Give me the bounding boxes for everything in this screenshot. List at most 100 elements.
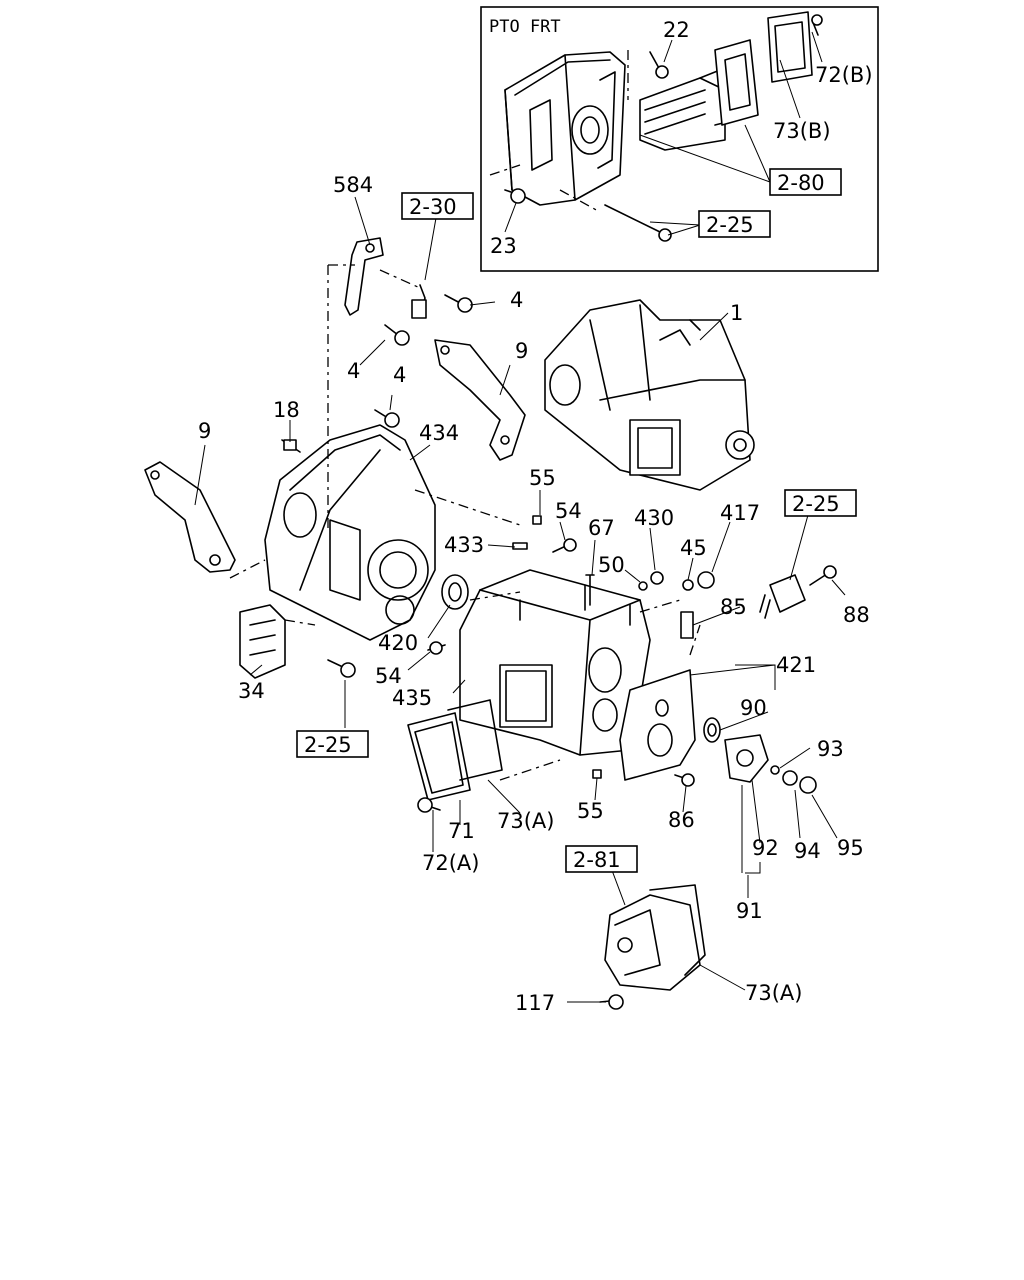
callout-434: 434 <box>419 421 459 445</box>
pto-cover-71-drawing <box>407 712 471 801</box>
ref-2-25-inset-label: 2-25 <box>706 213 754 237</box>
callout-72a: 72(A) <box>422 851 479 875</box>
pto-gasket-drawing <box>767 11 813 83</box>
ref-box-2-25-inset[interactable] <box>698 210 771 238</box>
bracket-9-upper-drawing <box>434 339 526 461</box>
callout-55-lower: 55 <box>577 799 604 823</box>
ref-2-30-label: 2-30 <box>409 195 457 219</box>
callout-55-upper: 55 <box>529 466 556 490</box>
callout-54-lower: 54 <box>375 664 402 688</box>
callout-117: 117 <box>515 991 555 1015</box>
callout-22: 22 <box>663 18 690 42</box>
callout-93: 93 <box>817 737 844 761</box>
callout-45: 45 <box>680 536 707 560</box>
gasket-73a-lower-drawing <box>649 884 706 976</box>
nut-95-icon <box>799 776 817 794</box>
callout-18: 18 <box>273 398 300 422</box>
transmission-assembly-drawing <box>544 299 755 491</box>
washer-45-icon <box>682 579 694 591</box>
pto-cover-plate-drawing <box>714 39 759 126</box>
callout-4c: 4 <box>393 363 406 387</box>
callout-417: 417 <box>720 501 760 525</box>
ref-2-80-label: 2-80 <box>777 171 825 195</box>
callout-435: 435 <box>392 686 432 710</box>
sensor-85-icon <box>680 611 694 639</box>
ref-box-2-25-left[interactable] <box>296 730 369 758</box>
callout-54-upper: 54 <box>555 499 582 523</box>
callout-34: 34 <box>238 679 265 703</box>
bolt-86-icon <box>674 773 695 787</box>
callout-23: 23 <box>490 234 517 258</box>
inset-title: PTO FRT <box>489 17 561 37</box>
callout-4a: 4 <box>510 288 523 312</box>
ref-2-25-right-label: 2-25 <box>792 492 840 516</box>
bearing-90-drawing <box>703 717 721 743</box>
callout-92: 92 <box>752 836 779 860</box>
rear-cover-drawing <box>619 669 696 781</box>
callout-9-lower: 9 <box>198 419 211 443</box>
oil-seal-420-drawing <box>441 574 469 610</box>
bracket-9-lower-drawing <box>144 461 236 573</box>
stud-67-icon <box>585 574 595 606</box>
switch-drawing <box>411 284 427 319</box>
callout-86: 86 <box>668 808 695 832</box>
sensor-18-icon <box>281 439 301 453</box>
speed-sensor-drawing <box>759 574 806 619</box>
callout-90: 90 <box>740 696 767 720</box>
bolt-23-icon <box>504 188 526 204</box>
callout-91: 91 <box>736 899 763 923</box>
callout-9-upper: 9 <box>515 339 528 363</box>
pto-unit-drawing <box>604 894 701 991</box>
callout-71: 71 <box>448 819 475 843</box>
callout-433: 433 <box>444 533 484 557</box>
bolt-2-25-lower-icon <box>327 659 356 678</box>
bolt-4a-icon <box>444 294 473 313</box>
bolt-430-icon <box>650 571 664 585</box>
bolt-54-upper-icon <box>552 538 577 553</box>
ref-box-2-80[interactable] <box>769 168 842 196</box>
callout-1: 1 <box>730 301 743 325</box>
callout-67: 67 <box>588 516 615 540</box>
washer-50-icon <box>638 581 648 591</box>
bolt-72a-icon <box>417 797 441 813</box>
callout-73b: 73(B) <box>773 119 831 143</box>
callout-73a-upper: 73(A) <box>497 809 554 833</box>
bolt-72b-icon <box>811 14 823 36</box>
boot-34-drawing <box>239 604 286 679</box>
flange-92-drawing <box>724 734 769 783</box>
bolt-4c-icon <box>374 409 400 428</box>
ref-2-25-left-label: 2-25 <box>304 733 352 757</box>
pto-housing-drawing <box>504 51 626 206</box>
callout-584: 584 <box>333 173 373 197</box>
pin-55-upper-icon <box>532 515 542 525</box>
callout-85: 85 <box>720 595 747 619</box>
transmission-case-drawing <box>459 569 651 756</box>
callout-95: 95 <box>837 836 864 860</box>
callout-73a-lower: 73(A) <box>745 981 802 1005</box>
callout-94: 94 <box>794 839 821 863</box>
callout-421: 421 <box>776 653 816 677</box>
bolt-inset-long-icon <box>604 204 672 242</box>
ref-2-81-label: 2-81 <box>573 848 621 872</box>
pin-55-lower-icon <box>592 769 602 779</box>
bolt-22-icon <box>649 51 669 79</box>
callout-420: 420 <box>378 631 418 655</box>
gasket-73a-drawing <box>447 699 503 781</box>
ref-box-2-25-right[interactable] <box>784 489 857 517</box>
oring-93-icon <box>770 765 780 775</box>
plug-417-icon <box>697 571 715 589</box>
bracket-584-drawing <box>344 237 384 316</box>
ref-box-2-81[interactable] <box>565 845 638 873</box>
bolt-88-icon <box>809 565 837 586</box>
bolt-54-lower-icon <box>427 641 446 655</box>
bolt-117-icon <box>599 994 624 1010</box>
callout-50: 50 <box>598 553 625 577</box>
callout-430: 430 <box>634 506 674 530</box>
callout-88: 88 <box>843 603 870 627</box>
bell-housing-drawing <box>264 424 436 641</box>
callout-4b: 4 <box>347 359 360 383</box>
bolt-4b-icon <box>384 324 410 346</box>
callout-72b: 72(B) <box>815 63 873 87</box>
ref-box-2-30[interactable] <box>401 192 474 220</box>
